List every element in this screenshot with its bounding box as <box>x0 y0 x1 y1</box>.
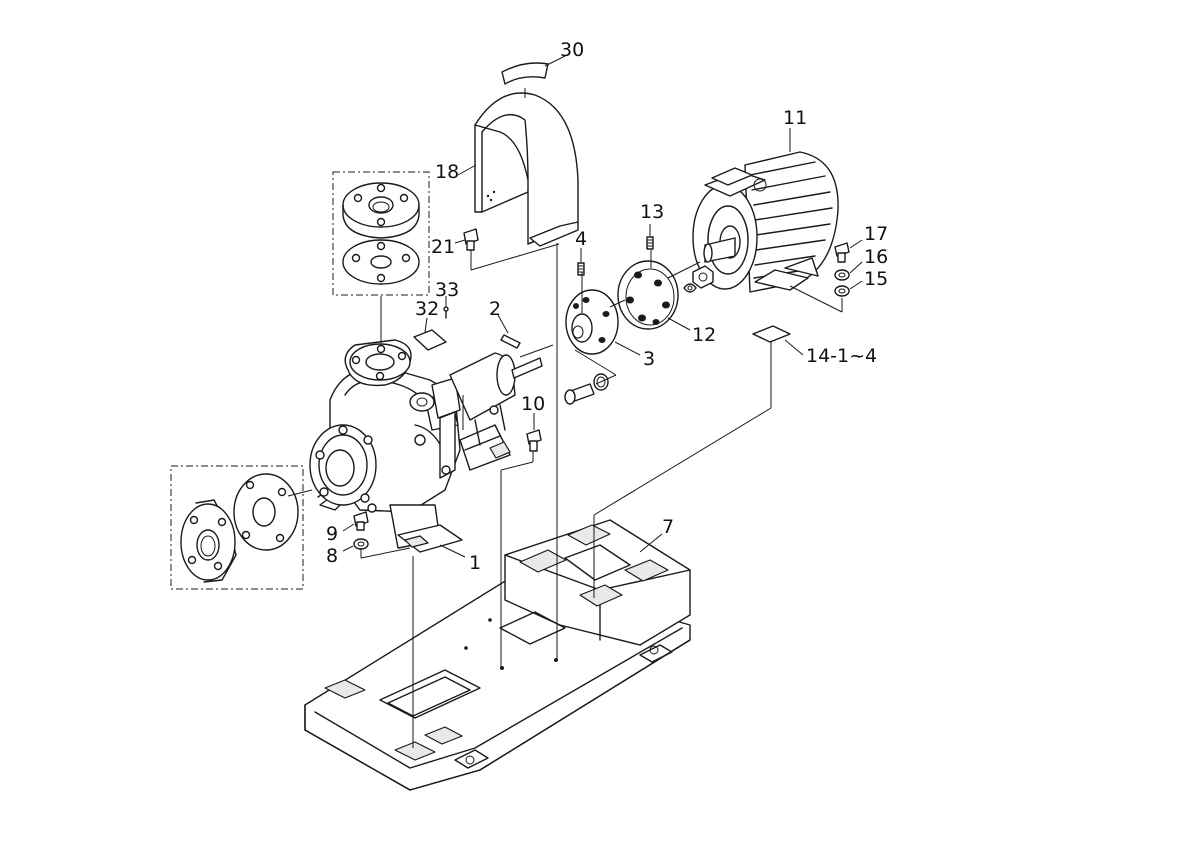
rivet-33 <box>443 306 449 319</box>
spring-washer-16 <box>834 269 850 281</box>
callout-32: 32 <box>415 298 439 320</box>
bolt-9 <box>353 511 369 531</box>
nameplate <box>501 62 549 85</box>
coupling-guard <box>474 92 579 247</box>
callout-12: 12 <box>692 324 716 346</box>
bolt-17 <box>834 242 850 263</box>
callout-9: 9 <box>326 523 338 545</box>
callout-10: 10 <box>521 393 545 415</box>
shaft-key <box>500 334 521 349</box>
callout-17: 17 <box>864 223 888 245</box>
bolt-21 <box>463 228 479 251</box>
discharge-flange <box>344 339 412 387</box>
callout-3: 3 <box>643 348 655 370</box>
callout-13: 13 <box>640 201 664 223</box>
callout-16: 16 <box>864 246 888 268</box>
base-plate <box>304 519 691 791</box>
callout-leaders <box>342 55 863 558</box>
assembly-lines <box>287 88 843 748</box>
coupling-bolt <box>564 373 609 405</box>
pump-coupling <box>565 289 619 355</box>
callout-33: 33 <box>435 279 459 301</box>
shim-plate <box>752 325 791 343</box>
callout-4: 4 <box>575 228 587 250</box>
callout-2: 2 <box>489 298 501 320</box>
callout-18: 18 <box>435 161 459 183</box>
motor-coupling <box>617 260 679 330</box>
callout-14: 14-1~4 <box>806 345 877 367</box>
callout-labels: 30 11 18 13 17 4 21 16 15 33 2 32 12 14-… <box>326 39 888 574</box>
callout-8: 8 <box>326 545 338 567</box>
callout-30: 30 <box>560 39 584 61</box>
motor <box>692 151 839 293</box>
callout-15: 15 <box>864 268 888 290</box>
top-flange-inset <box>332 171 430 296</box>
callout-21: 21 <box>431 236 455 258</box>
callout-7: 7 <box>662 516 674 538</box>
washer-8 <box>353 538 369 550</box>
side-flange-inset <box>170 465 304 590</box>
bolt-10 <box>526 429 542 452</box>
suction-flange <box>309 424 377 506</box>
set-screw-4 <box>577 262 585 276</box>
callout-1: 1 <box>469 552 481 574</box>
name-plate-32 <box>413 329 447 351</box>
motor-shaft-nut <box>683 265 714 293</box>
bearing-housing <box>449 352 543 471</box>
set-screw-13 <box>646 236 654 250</box>
washer-15 <box>834 285 850 297</box>
callout-11: 11 <box>783 107 807 129</box>
